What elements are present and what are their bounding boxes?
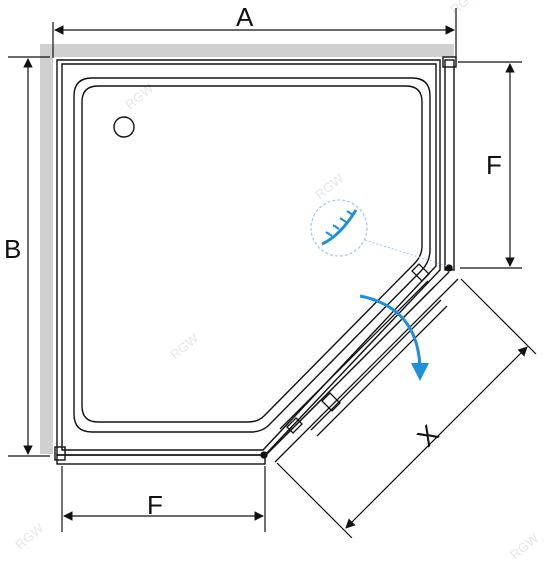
dimension-lines	[8, 8, 537, 539]
bottom-corner-cap	[54, 446, 66, 461]
label-b: B	[4, 234, 21, 264]
door-panel-2	[285, 286, 435, 436]
walls	[40, 44, 454, 454]
drain-icon	[113, 116, 135, 138]
door-swing-arrow-icon	[359, 294, 429, 381]
shower-tray	[73, 77, 431, 433]
frame-inner	[61, 63, 437, 451]
dim-x-ext-bottom	[276, 462, 353, 539]
bottom-side-panel	[56, 454, 266, 465]
door-panel-1	[279, 280, 429, 430]
watermark-2: RGW	[312, 170, 347, 202]
door-roller	[286, 417, 303, 434]
tray-outer	[73, 77, 431, 433]
hinge-bottom-icon	[260, 451, 268, 459]
door-panel-3	[310, 299, 442, 431]
left-wall	[40, 44, 53, 454]
seal-detail-magnifier-icon	[310, 199, 448, 267]
watermark-4: RGW	[447, 0, 482, 17]
right-side-panel	[444, 59, 455, 271]
label-x: X	[411, 419, 444, 452]
hinge-top-icon	[445, 264, 453, 272]
label-a: A	[236, 2, 254, 32]
right-corner-cap	[442, 56, 457, 68]
door-handle-2	[411, 263, 430, 282]
watermark-3: RGW	[167, 330, 202, 362]
frame-outer	[56, 59, 441, 456]
watermark-6: RGW	[507, 530, 542, 562]
enclosure-frame	[54, 56, 457, 465]
dim-x-ext-top	[460, 278, 537, 355]
top-wall	[40, 44, 454, 57]
watermark-5: RGW	[12, 520, 47, 552]
label-f-right: F	[486, 150, 502, 180]
watermark-1: RGW	[122, 80, 157, 112]
label-f-bottom: F	[147, 490, 163, 520]
dimension-labels: A B F F X	[4, 2, 502, 520]
dim-x-line	[345, 346, 528, 529]
tray-inner	[81, 85, 423, 423]
door-handle	[321, 392, 341, 412]
